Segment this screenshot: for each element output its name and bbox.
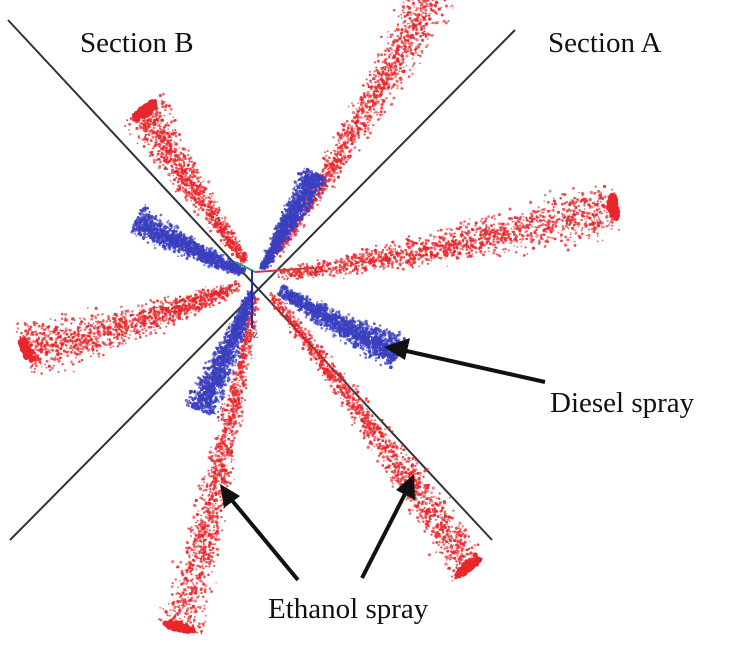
ethanol-spray-label: Ethanol spray: [268, 593, 429, 625]
ethanol-arrow-right: [362, 474, 415, 578]
section-b-label: Section B: [80, 27, 194, 59]
section-a-label: Section A: [548, 27, 662, 59]
ethanol-arrow-left: [220, 484, 298, 580]
section-a-line: [10, 30, 515, 540]
diesel-spray-label: Diesel spray: [550, 387, 695, 419]
diesel-spray-plumes: [130, 168, 406, 419]
axis-z-label: z: [253, 327, 258, 341]
axis-x-label: x: [312, 262, 318, 276]
section-b-line: [8, 20, 492, 540]
diesel-arrow: [384, 338, 545, 382]
